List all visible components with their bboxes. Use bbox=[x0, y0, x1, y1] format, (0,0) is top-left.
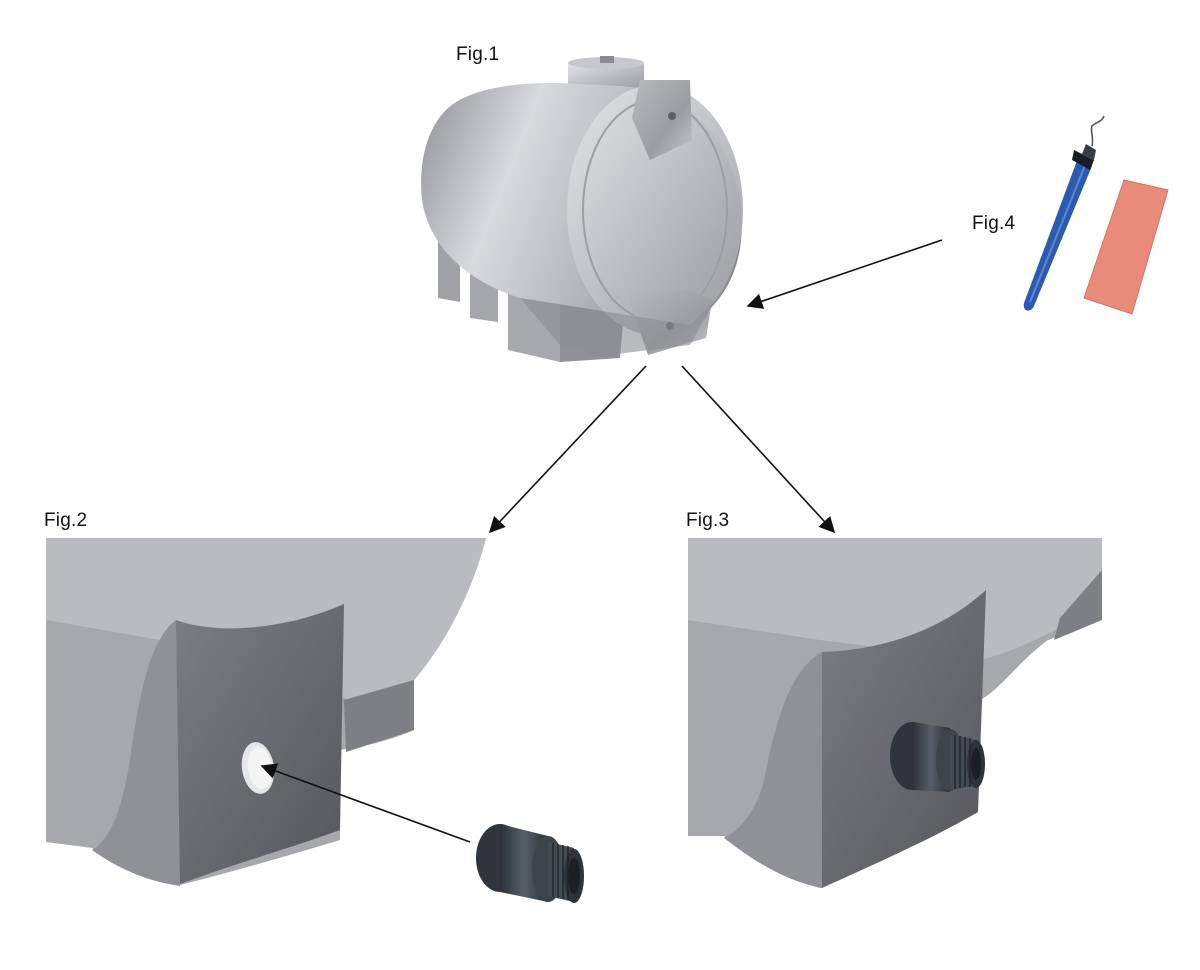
fig3-label: Fig.3 bbox=[686, 510, 730, 531]
tank-fitting-icon bbox=[476, 824, 584, 903]
arrow-fig4-to-fig1 bbox=[746, 239, 943, 309]
tank-foot-fig3 bbox=[688, 538, 1102, 888]
sandpaper-icon bbox=[1083, 179, 1169, 315]
arrow-fig1-to-fig2 bbox=[488, 365, 647, 534]
fig1-label: Fig.1 bbox=[456, 44, 500, 65]
connector-arrows bbox=[260, 239, 943, 843]
tools-fig4 bbox=[1023, 115, 1169, 315]
fig2-label: Fig.2 bbox=[44, 510, 88, 531]
fig4-label: Fig.4 bbox=[972, 213, 1016, 234]
arrow-fig1-to-fig3 bbox=[681, 365, 836, 534]
tank-foot-fig2 bbox=[46, 538, 486, 886]
tank-fig1 bbox=[421, 56, 743, 362]
deburring-tool-icon bbox=[1023, 115, 1105, 311]
arrow-fitting-to-hole bbox=[260, 763, 471, 843]
